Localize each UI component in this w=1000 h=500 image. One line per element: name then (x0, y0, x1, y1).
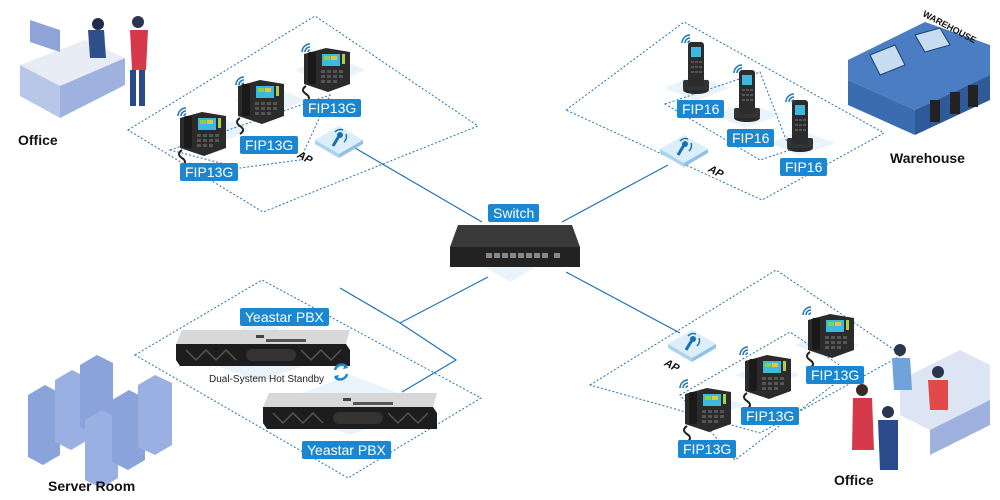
link-switch-to-warehouse-ap (561, 164, 669, 223)
place-label-warehouse: Warehouse (890, 150, 965, 166)
rack-server-icon (175, 329, 351, 367)
place-label-office-top: Office (18, 132, 58, 148)
office-scene-illustration (20, 16, 148, 118)
pbx-tag-primary: Yeastar PBX (240, 308, 329, 326)
standby-note: Dual-System Hot Standby (209, 374, 325, 385)
phone-tag: FIP13G (180, 163, 239, 181)
wireless-access-point-icon (666, 328, 718, 364)
phone-tag: FIP16 (677, 100, 725, 118)
phone-tag: FIP13G (806, 366, 865, 384)
place-label-office-bottom: Office (834, 472, 874, 488)
phone-tag: FIP16 (780, 158, 828, 176)
server-room-illustration (28, 355, 172, 488)
pbx-tag-secondary: Yeastar PBX (302, 441, 391, 459)
phone-tag: FIP13G (303, 99, 362, 117)
zone-office-bottom (588, 269, 903, 434)
network-switch-icon (450, 225, 580, 267)
phone-tag: FIP13G (678, 440, 737, 458)
office-meeting-illustration (852, 344, 990, 470)
link-pbx-backup (399, 322, 458, 393)
link-switch-to-office-ap (354, 147, 483, 223)
wireless-access-point-icon (658, 133, 710, 169)
zone-server-room (134, 279, 483, 479)
phone-tag: FIP13G (741, 407, 800, 425)
switch-label: Switch (488, 204, 540, 222)
link-switch-to-pbx (339, 276, 489, 324)
network-links (339, 147, 681, 393)
zone-office-bottom-inner (679, 331, 851, 461)
link-switch-to-office-bottom-ap (565, 271, 681, 334)
phone-tag: FIP13G (240, 136, 299, 154)
place-label-server-room: Server Room (48, 478, 136, 494)
phone-tag: FIP16 (727, 129, 775, 147)
rack-server-icon (262, 392, 438, 430)
wireless-access-point-icon (313, 124, 365, 160)
sync-arrows-icon (333, 363, 349, 381)
warehouse-building-illustration (848, 22, 990, 135)
pbx-servers (175, 329, 438, 430)
